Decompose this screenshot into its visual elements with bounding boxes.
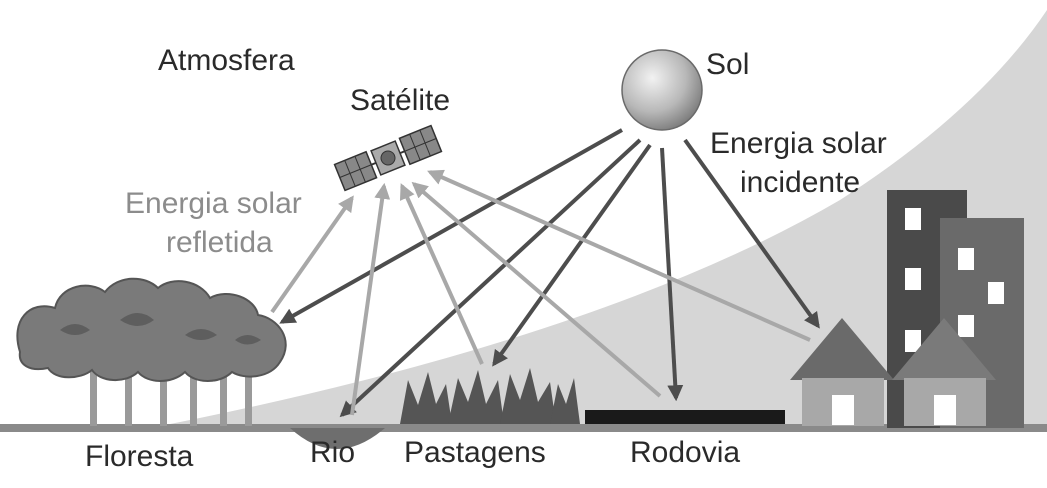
sky-band <box>150 10 1047 428</box>
reflected-arrow-houses <box>427 169 811 342</box>
reflected-energy-label-line2: refletida <box>166 226 273 259</box>
pasture-label: Pastagens <box>404 436 546 469</box>
ground-line <box>0 424 1047 432</box>
reflected-arrow-forest <box>270 195 354 314</box>
forest-icon <box>16 277 287 426</box>
incident-arrow-houses <box>683 138 820 329</box>
reflected-energy-label-line1: Energia solar <box>125 187 302 220</box>
forest-label: Floresta <box>85 440 194 473</box>
incident-energy-label-line2: incidente <box>740 166 860 199</box>
sun-icon <box>621 49 703 131</box>
incident-arrow-river <box>339 138 642 418</box>
incident-energy-label-line1: Energia solar <box>710 127 887 160</box>
reflected-arrow-road <box>411 181 662 398</box>
house-icon <box>790 318 996 426</box>
incident-arrows <box>279 128 820 418</box>
satellite-label: Satélite <box>350 84 450 117</box>
incident-arrow-pasture <box>492 143 652 367</box>
reflected-arrow-river <box>350 182 391 416</box>
road-shape <box>585 410 785 424</box>
sun-label: Sol <box>706 48 749 81</box>
river-shape <box>290 428 385 449</box>
incident-arrow-forest <box>279 128 623 324</box>
satellite-icon <box>333 124 443 192</box>
grass-icon <box>400 368 580 424</box>
atmosphere-label: Atmosfera <box>158 44 295 77</box>
road-label: Rodovia <box>630 436 740 469</box>
incident-arrow-road <box>660 147 684 402</box>
reflected-arrow-pasture <box>399 183 484 365</box>
reflected-arrows <box>270 169 811 416</box>
river-label: Rio <box>310 436 355 469</box>
